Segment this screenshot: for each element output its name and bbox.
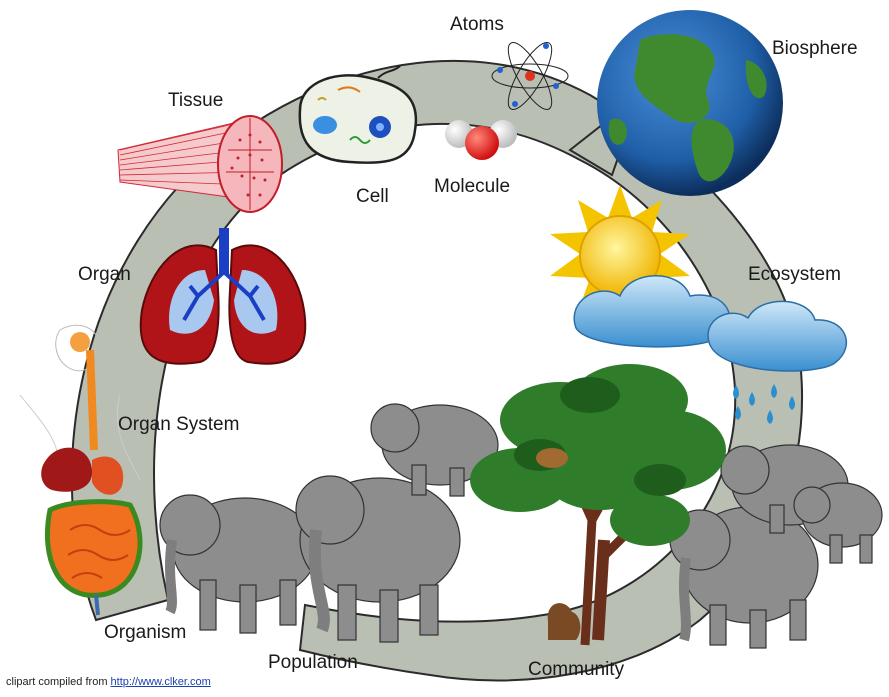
- elephant-1: [160, 495, 317, 633]
- bird-illustration: [536, 448, 568, 468]
- label-biosphere: Biosphere: [772, 38, 858, 60]
- label-population: Population: [268, 652, 358, 674]
- clipart-credit: clipart compiled from http://www.clker.c…: [6, 676, 211, 688]
- label-organ-system: Organ System: [118, 414, 239, 436]
- label-atoms: Atoms: [450, 14, 504, 36]
- label-organ: Organ: [78, 264, 131, 286]
- credit-text: clipart compiled from: [6, 676, 107, 688]
- earth-globe-illustration: [597, 10, 783, 196]
- label-community: Community: [528, 659, 624, 681]
- credit-link[interactable]: http://www.clker.com: [111, 676, 211, 688]
- label-organism: Organism: [104, 622, 186, 644]
- label-tissue: Tissue: [168, 90, 223, 112]
- label-cell: Cell: [356, 186, 389, 208]
- label-ecosystem: Ecosystem: [748, 264, 841, 286]
- label-molecule: Molecule: [434, 176, 510, 198]
